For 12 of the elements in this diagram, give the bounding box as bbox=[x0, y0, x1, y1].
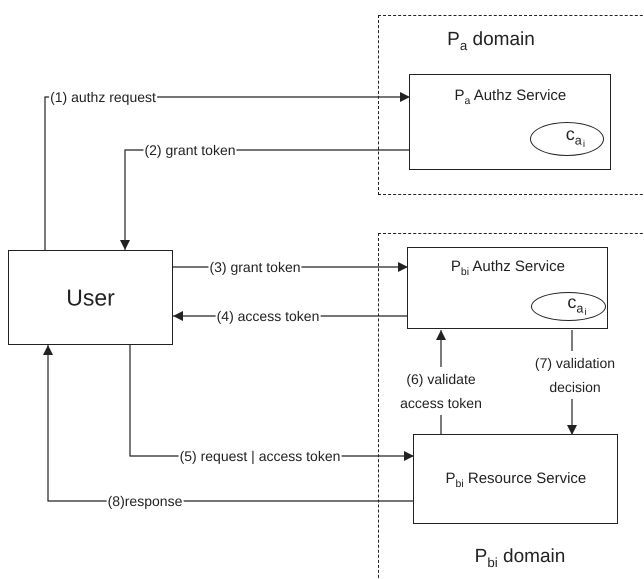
domain-region bbox=[378, 15, 644, 195]
ellipse-node bbox=[530, 292, 606, 321]
user-box bbox=[8, 250, 173, 345]
domain-title: P$_{a}$ domain bbox=[447, 29, 535, 53]
node-label: P$_{bi}$ Resource Service bbox=[446, 470, 586, 490]
service-box bbox=[409, 74, 612, 170]
node-label: User bbox=[66, 284, 115, 312]
service-box bbox=[407, 247, 608, 330]
node-label: P$_{bi}$ Authz Service bbox=[450, 258, 565, 278]
node-label: P$_{a}$ Authz Service bbox=[454, 87, 566, 108]
domain-title: P$_{bi}$ domain bbox=[474, 546, 566, 570]
service-box bbox=[413, 434, 618, 524]
